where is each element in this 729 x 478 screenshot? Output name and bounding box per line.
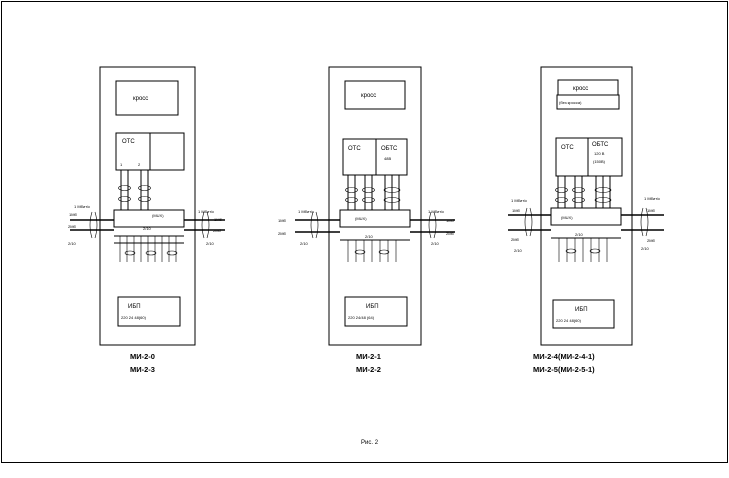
panel-2: кросс ОТС ОБТС 48В (MUX) 2/10 (278, 66, 455, 374)
panel-caption-2: МИ-2-3 (130, 365, 155, 374)
ibp-block (117, 296, 181, 327)
port-rows (551, 237, 621, 262)
kross-block (344, 80, 406, 110)
panel-caption-2: МИ-2-2 (356, 365, 381, 374)
svg-text:2Мб: 2Мб (446, 231, 455, 236)
panel-caption-2: МИ-2-5(МИ-2-5-1) (533, 365, 595, 374)
wiring (345, 175, 401, 214)
out-speed-label: 1 Мбит/с (428, 209, 444, 214)
out-port-label: 1Мб (647, 208, 656, 213)
mux-label: (MUX) (561, 215, 573, 220)
obts-voltage-alt: (150В) (593, 159, 606, 164)
kross-label: кросс (361, 93, 376, 99)
out-port-label: 1Мб (214, 217, 223, 222)
panel-1: кросс ОТС 1 2 (MUX) 2/10 1 Мбит/с 1Мб 2Мб (68, 66, 225, 374)
mux-label: (MUX) (152, 213, 164, 218)
kross-label: кросс (573, 86, 588, 92)
in-speed-label: 1 Мбит/с (511, 198, 527, 203)
rack-outline (328, 66, 422, 346)
port-rows (114, 235, 184, 262)
ots-label: ОТС (348, 146, 361, 152)
obts-voltage: 120 В (594, 151, 605, 156)
ots-block (555, 137, 623, 177)
svg-text:2/10: 2/10 (143, 226, 152, 231)
in-port-label: 1Мб (278, 218, 287, 223)
svg-text:2/10: 2/10 (641, 246, 650, 251)
panel-3: кросс (без кросса) ОТС ОБТС 120 В (150В)… (508, 66, 664, 374)
ibp-title: ИБП (128, 304, 141, 310)
svg-text:2: 2 (138, 162, 141, 167)
ots-block (342, 138, 408, 176)
side-label: 2/10 (300, 241, 309, 246)
svg-text:2Мб: 2Мб (647, 238, 656, 243)
svg-text:2/10: 2/10 (206, 241, 215, 246)
kross-sub-block (556, 94, 620, 110)
mux-block (113, 209, 185, 228)
out-port-label: 1Мб (446, 218, 455, 223)
svg-text:2/10: 2/10 (575, 232, 584, 237)
panel-caption-1: МИ-2-1 (356, 352, 381, 361)
ots-label: ОТС (561, 145, 574, 151)
figure-caption: Рис. 2 (361, 440, 379, 446)
ibp-block (552, 299, 615, 329)
ots-label: ОТС (122, 139, 135, 145)
obts-label: ОБТС (592, 142, 609, 148)
sheet-border (1, 1, 728, 463)
mux-block (550, 207, 622, 226)
obts-label: ОБТС (381, 146, 398, 152)
svg-text:2/10: 2/10 (365, 234, 374, 239)
svg-text:2/10: 2/10 (431, 241, 440, 246)
mux-block (339, 209, 411, 228)
obts-voltage: 48В (384, 156, 391, 161)
ibp-voltages: 220 24 48(60) (556, 318, 582, 323)
side-label: 2/10 (68, 241, 77, 246)
in-speed-label: 1 Мбит/с (298, 209, 314, 214)
ibp-block (344, 296, 408, 327)
svg-text:2Мб: 2Мб (511, 237, 520, 242)
ibp-title: ИБП (366, 304, 379, 310)
kross-block (115, 80, 179, 116)
ibp-voltages: 220 24 48(60) (121, 315, 147, 320)
rack-outline (540, 66, 633, 346)
panel-caption-1: МИ-2-0 (130, 352, 155, 361)
svg-text:2Мб: 2Мб (68, 224, 77, 229)
ibp-voltages: 220 24/48 (64) (348, 315, 375, 320)
side-label: 2/10 (514, 248, 523, 253)
svg-text:2Мб: 2Мб (213, 228, 222, 233)
wiring (118, 170, 151, 214)
kross-sub-label: (без кросса) (559, 100, 582, 105)
out-speed-label: 1 Мбит/с (198, 209, 214, 214)
wiring (555, 176, 612, 212)
panel-caption-1: МИ-2-4(МИ-2-4-1) (533, 352, 595, 361)
in-port-label: 1Мб (512, 208, 521, 213)
kross-label: кросс (133, 96, 148, 102)
out-speed-label: 1 Мбит/с (644, 196, 660, 201)
ibp-title: ИБП (575, 307, 588, 313)
in-speed-label: 1 Мбит/с (74, 204, 90, 209)
svg-text:2Мб: 2Мб (278, 231, 287, 236)
port-rows (340, 239, 410, 262)
in-port-label: 1Мб (69, 212, 78, 217)
svg-text:1: 1 (120, 162, 123, 167)
mux-label: (MUX) (355, 216, 367, 221)
rack-outline (99, 66, 196, 346)
